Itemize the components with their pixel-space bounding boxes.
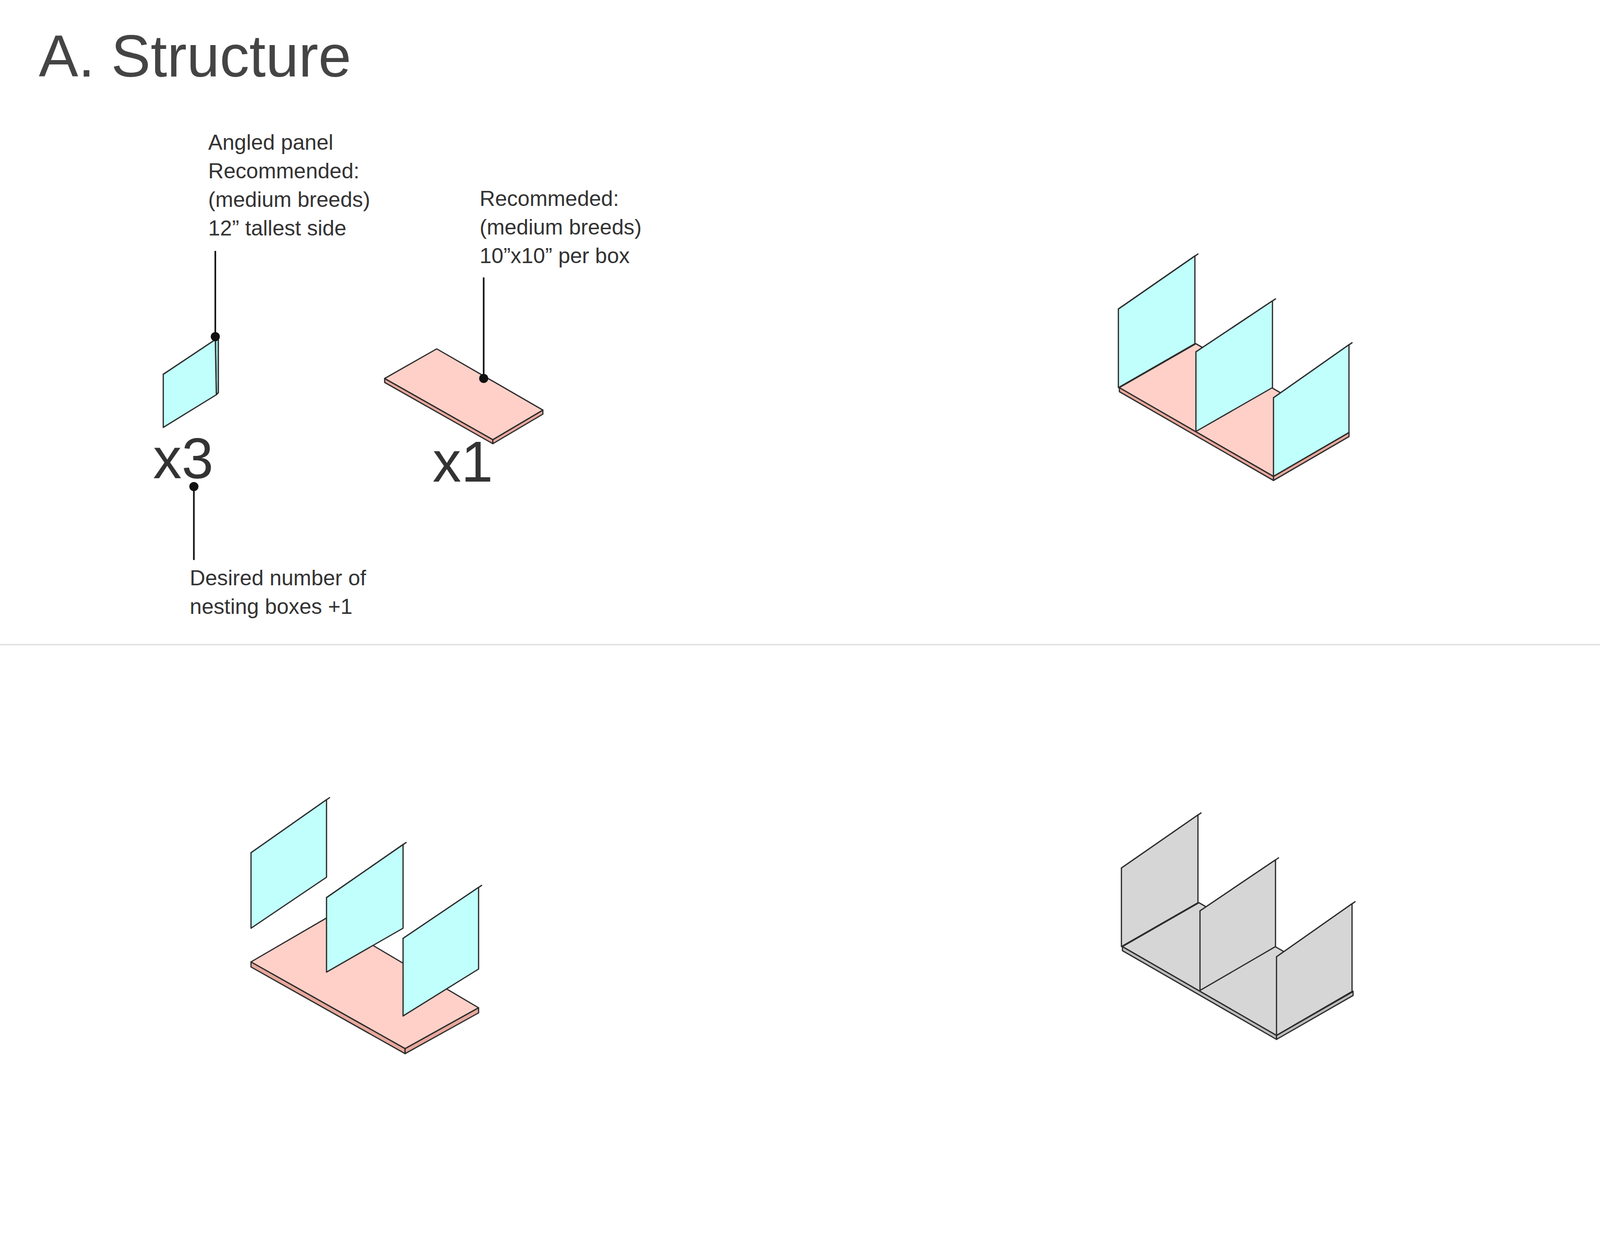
- leader-line: [192, 486, 195, 561]
- leader-line: [214, 251, 217, 337]
- leader-line: [482, 277, 485, 379]
- base-board: [384, 348, 543, 440]
- angled-panel: [1195, 300, 1273, 432]
- angled-panel: [1118, 255, 1195, 388]
- leader-dot: [210, 332, 221, 342]
- page-title: A. Structure: [38, 22, 352, 90]
- callout-note: Recommeded: (medium breeds) 10”x10” per …: [479, 184, 655, 271]
- callout-note: Angled panel Recommended: (medium breeds…: [207, 128, 384, 243]
- parts: [0, 251, 1600, 1055]
- angled-panel: [1200, 860, 1276, 991]
- leader-dot: [478, 374, 489, 384]
- callout-note: Desired number of nesting boxes +1: [190, 564, 395, 622]
- quantity-label: x1: [432, 431, 525, 493]
- divider-line: [0, 644, 1600, 646]
- quantity-label: x3: [153, 428, 245, 490]
- angled-panel: [251, 800, 327, 929]
- angled-panel: [1121, 815, 1199, 948]
- angled-panel: [326, 844, 404, 973]
- angled-panel: [1276, 903, 1353, 1036]
- angled-panel: [1273, 345, 1349, 477]
- angled-panel: [163, 339, 217, 428]
- angled-panel: [403, 887, 479, 1017]
